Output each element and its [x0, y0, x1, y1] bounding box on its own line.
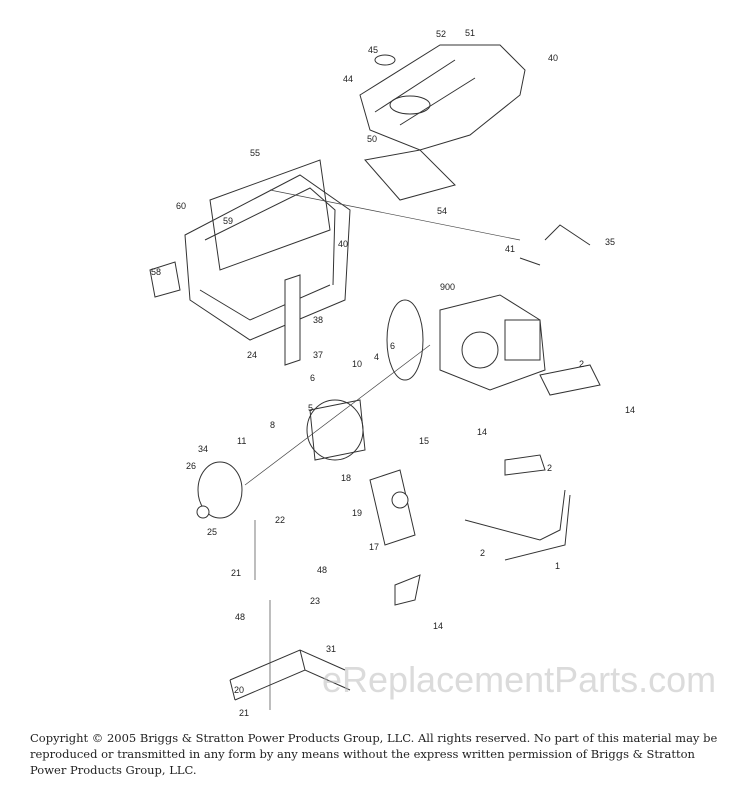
callout-17: 17	[369, 542, 379, 552]
callout-24: 24	[247, 350, 257, 360]
callout-15: 15	[419, 436, 429, 446]
alternator	[196, 299, 431, 519]
callout-34: 34	[198, 444, 208, 454]
callout-37: 37	[313, 350, 323, 360]
callout-41: 41	[505, 244, 515, 254]
callout-1: 1	[555, 561, 560, 571]
callout-labels: 45 52 51 40 44 50 54 55 60 59 40 58 41 3…	[151, 28, 635, 718]
callout-21: 21	[239, 708, 249, 718]
callout-60: 60	[176, 201, 186, 211]
callout-50: 50	[367, 134, 377, 144]
callout-6: 6	[310, 373, 315, 383]
fuel-tank	[359, 44, 526, 201]
callout-4: 4	[374, 352, 379, 362]
base-feet	[229, 520, 351, 710]
callout-2: 2	[547, 463, 552, 473]
callout-14: 14	[625, 405, 635, 415]
callout-14: 14	[433, 621, 443, 631]
callout-900: 900	[440, 282, 455, 292]
callout-40: 40	[338, 239, 348, 249]
callout-40: 40	[548, 53, 558, 63]
callout-31: 31	[326, 644, 336, 654]
callout-26: 26	[186, 461, 196, 471]
callout-25: 25	[207, 527, 217, 537]
callout-44: 44	[343, 74, 353, 84]
callout-11: 11	[237, 436, 246, 446]
callout-52: 52	[436, 29, 446, 39]
callout-10: 10	[352, 359, 362, 369]
callout-54: 54	[437, 206, 447, 216]
callout-48: 48	[317, 565, 327, 575]
callout-48: 48	[235, 612, 245, 622]
frame	[149, 159, 521, 366]
callout-20: 20	[234, 685, 244, 695]
callout-35: 35	[605, 237, 615, 247]
callout-38: 38	[313, 315, 323, 325]
callout-6: 6	[390, 341, 395, 351]
handle-bar	[464, 489, 571, 561]
callout-5: 5	[308, 403, 313, 413]
callout-2: 2	[579, 359, 584, 369]
callout-18: 18	[341, 473, 351, 483]
callout-22: 22	[275, 515, 285, 525]
control-panel	[369, 469, 421, 606]
callout-14: 14	[477, 427, 487, 437]
fuel-line	[519, 224, 591, 266]
callout-19: 19	[352, 508, 362, 518]
callout-58: 58	[151, 267, 161, 277]
callout-2: 2	[480, 548, 485, 558]
callout-45: 45	[368, 45, 378, 55]
copyright-notice: Copyright © 2005 Briggs & Stratton Power…	[30, 731, 718, 777]
callout-55: 55	[250, 148, 260, 158]
callout-21: 21	[231, 568, 241, 578]
callout-8: 8	[270, 420, 275, 430]
engine	[439, 294, 601, 476]
callout-23: 23	[310, 596, 320, 606]
callout-51: 51	[465, 28, 475, 38]
callout-59: 59	[223, 216, 233, 226]
